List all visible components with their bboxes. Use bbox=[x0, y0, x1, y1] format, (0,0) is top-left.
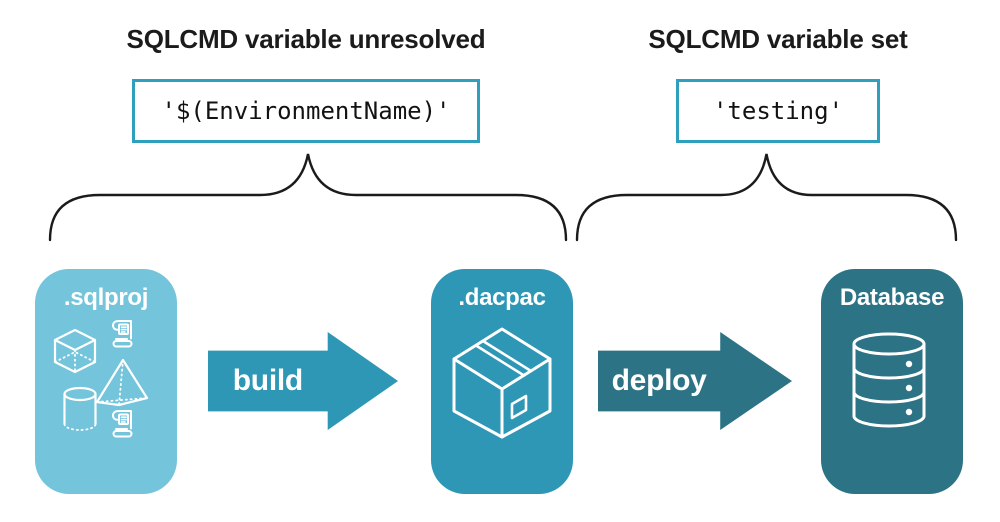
package-icon bbox=[452, 327, 552, 439]
stage-label-dacpac: .dacpac bbox=[458, 284, 546, 311]
deploy-arrow-label: deploy bbox=[611, 364, 707, 397]
build-arrow: build bbox=[208, 332, 398, 430]
brace-right bbox=[575, 153, 958, 242]
cylinder-icon bbox=[63, 386, 97, 431]
code-value-unresolved: '$(EnvironmentName)' bbox=[161, 97, 451, 125]
build-arrow-label: build bbox=[232, 364, 303, 397]
code-value-set: 'testing' bbox=[712, 97, 844, 125]
stage-card-dacpac: .dacpac bbox=[431, 269, 573, 494]
pyramid-icon bbox=[95, 358, 149, 407]
heading-variable-set: SQLCMD variable set bbox=[648, 24, 908, 54]
cube-icon bbox=[53, 328, 97, 374]
stage-card-sqlproj: .sqlproj bbox=[35, 269, 177, 494]
stage-card-database: Database bbox=[821, 269, 963, 494]
scroll-icon bbox=[112, 320, 133, 348]
stage-label-sqlproj: .sqlproj bbox=[63, 284, 149, 311]
code-box-unresolved: '$(EnvironmentName)' bbox=[132, 79, 480, 143]
database-icon bbox=[852, 332, 926, 428]
brace-left bbox=[48, 153, 568, 242]
heading-variable-unresolved: SQLCMD variable unresolved bbox=[126, 24, 486, 54]
scroll-icon bbox=[112, 410, 133, 438]
stage-label-database: Database bbox=[839, 284, 945, 311]
code-box-set: 'testing' bbox=[676, 79, 880, 143]
deploy-arrow: deploy bbox=[598, 332, 792, 430]
